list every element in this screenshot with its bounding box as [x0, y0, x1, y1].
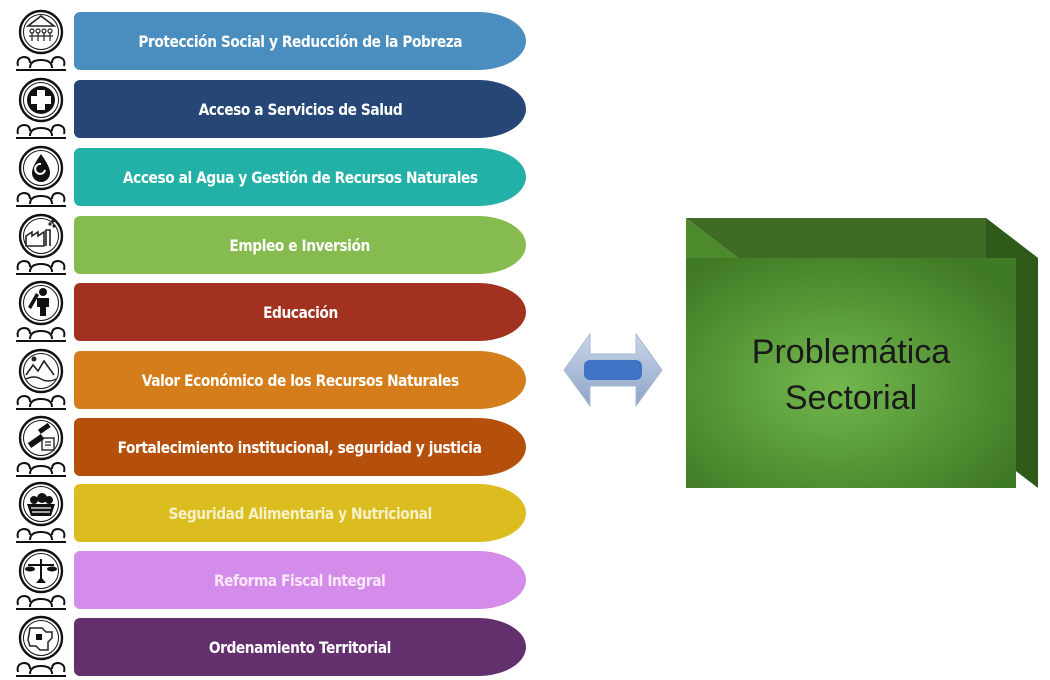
- topic-banner: Reforma Fiscal Integral: [74, 551, 526, 609]
- factory-icon: [10, 210, 72, 278]
- topic-banner: Ordenamiento Territorial: [74, 618, 526, 676]
- student-pencil-icon: [10, 277, 72, 345]
- health-cross-icon: [10, 74, 72, 142]
- topic-banner: Acceso al Agua y Gestión de Recursos Nat…: [74, 148, 526, 206]
- water-drop-icon: [10, 142, 72, 210]
- topic-banner: Acceso a Servicios de Salud: [74, 80, 526, 138]
- topic-label: Reforma Fiscal Integral: [214, 570, 386, 590]
- problematica-box: [686, 218, 1038, 488]
- double-arrow-icon: [563, 332, 663, 408]
- topic-banner: Empleo e Inversión: [74, 216, 526, 274]
- box-title-line1: Problemática: [751, 333, 951, 371]
- landscape-icon: [10, 345, 72, 413]
- topic-banner: Educación: [74, 283, 526, 341]
- topic-banner: Fortalecimiento institucional, seguridad…: [74, 418, 526, 476]
- box-title-line2: Sectorial: [784, 379, 918, 417]
- topic-label: Acceso al Agua y Gestión de Recursos Nat…: [122, 167, 478, 187]
- topic-banner: Seguridad Alimentaria y Nutricional: [74, 484, 526, 542]
- topic-label: Seguridad Alimentaria y Nutricional: [168, 503, 432, 523]
- topic-label: Empleo e Inversión: [229, 235, 371, 255]
- topic-banner: Protección Social y Reducción de la Pobr…: [74, 12, 526, 70]
- topic-label: Ordenamiento Territorial: [208, 637, 392, 657]
- topic-label: Fortalecimiento institucional, seguridad…: [118, 437, 482, 457]
- territory-map-icon: [10, 612, 72, 680]
- balance-scale-icon: [10, 545, 72, 613]
- justice-gavel-icon: [10, 412, 72, 480]
- topic-label: Protección Social y Reducción de la Pobr…: [138, 31, 462, 51]
- topic-banner: Valor Económico de los Recursos Naturale…: [74, 351, 526, 409]
- problematica-label: Problemática Sectorial: [686, 300, 1016, 450]
- topic-label: Educación: [262, 302, 338, 322]
- topic-label: Acceso a Servicios de Salud: [198, 99, 402, 119]
- topic-label: Valor Económico de los Recursos Naturale…: [141, 370, 459, 390]
- food-basket-icon: [10, 478, 72, 546]
- family-house-icon: [10, 6, 72, 74]
